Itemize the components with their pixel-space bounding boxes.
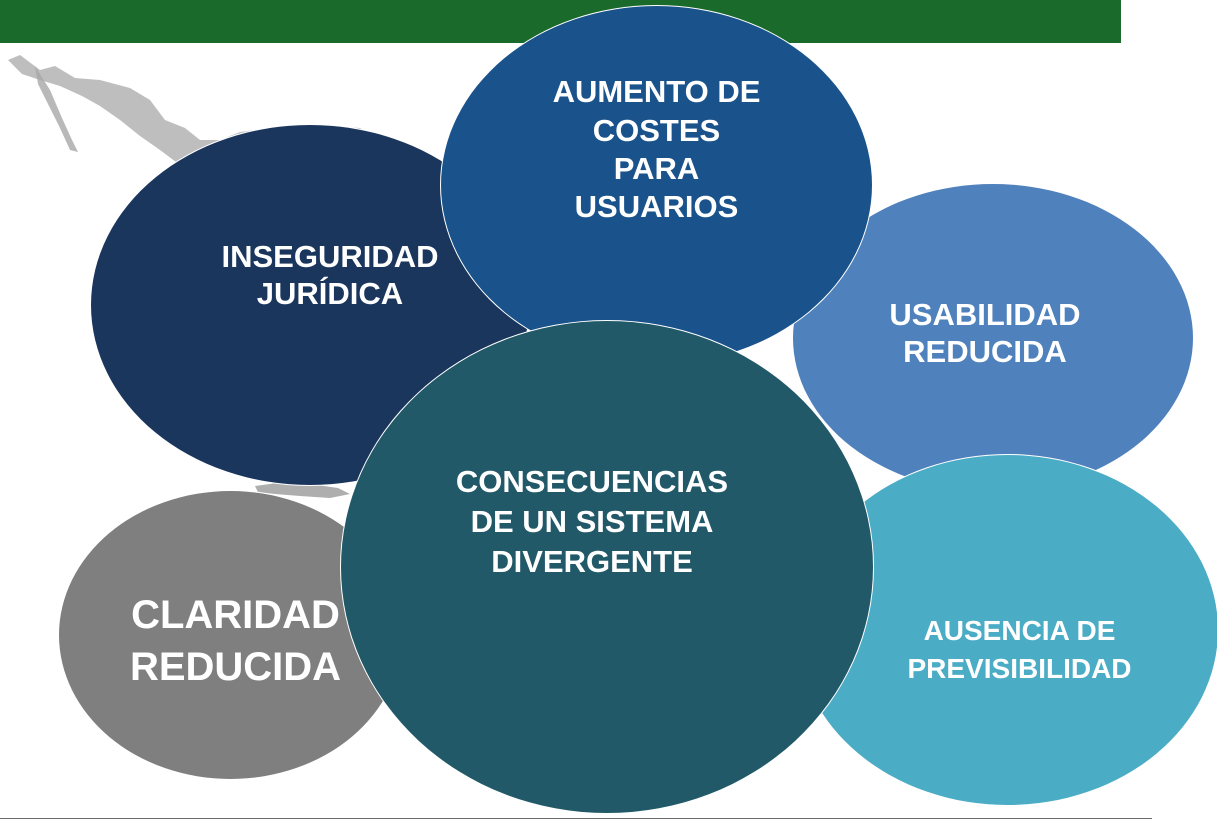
bubble-label-claridad: CLARIDAD REDUCIDA (129, 593, 342, 689)
bubble-label-usabilidad: USABILIDAD REDUCIDA (889, 296, 1081, 369)
bubble-label-previsibilidad: AUSENCIA DE PREVISIBILIDAD (907, 615, 1132, 684)
bubble-label-central: CONSECUENCIAS DE UN SISTEMA DIVERGENTE (455, 463, 729, 580)
bubble-claridad-reducida: CLARIDAD REDUCIDA (58, 490, 403, 780)
bubble-label-costes: AUMENTO DE COSTES PARA USUARIOS (552, 74, 761, 225)
bottom-divider (0, 818, 1152, 819)
bubble-central-consecuencias: CONSECUENCIAS DE UN SISTEMA DIVERGENTE (340, 320, 874, 814)
map-peninsula-shape (35, 66, 78, 152)
map-isthmus-shape (255, 482, 350, 498)
bubble-label-inseguridad: INSEGURIDAD JURÍDICA (221, 238, 439, 311)
bubble-aumento-de-costes: AUMENTO DE COSTES PARA USUARIOS (440, 5, 873, 365)
